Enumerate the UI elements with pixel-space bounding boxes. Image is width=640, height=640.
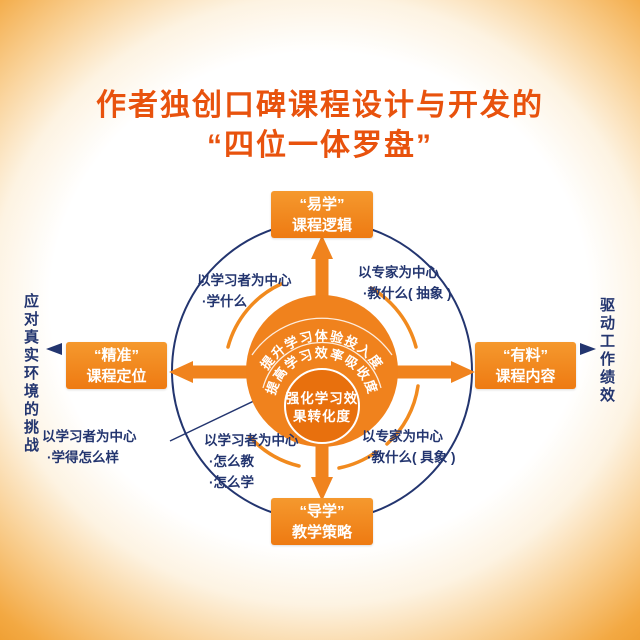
core-disc	[284, 368, 360, 444]
core-text-line1: 强化学习效	[286, 390, 359, 406]
right-side-caption: 驱动工作绩效	[598, 297, 615, 405]
annotation-top-right-line1: 以专家为中心	[358, 265, 439, 280]
title-line-2: “四位一体罗盘”	[207, 128, 433, 162]
ring-separator-inner	[262, 341, 382, 389]
box-teaching-strategy-label: 教学策略	[291, 523, 352, 541]
annotation-outer-left-line2: ·学得怎么样	[47, 449, 119, 465]
annotation-bottom-right-line2: ·教什么( 具象 )	[367, 449, 456, 465]
box-course-content-quote: “有料”	[502, 346, 548, 364]
page-title: 作者独创口碑课程设计与开发的 “四位一体罗盘”	[0, 86, 640, 165]
annotation-bottom-center-left: 以学习者为中心 ·怎么教 ·怎么学	[204, 431, 299, 494]
box-teaching-strategy-quote: “导学”	[299, 502, 345, 520]
annotation-top-left-line2: ·学什么	[202, 293, 247, 309]
left-side-caption: 应对真实环境的挑战	[22, 293, 39, 455]
box-teaching-strategy: “导学” 教学策略	[271, 498, 373, 545]
decorative-arc-right	[385, 384, 420, 446]
ring-separator-outer	[251, 317, 393, 356]
core-text-line2: 果转化度	[293, 408, 351, 424]
annotation-outer-left: 以学习者为中心 ·学得怎么样	[42, 427, 137, 469]
decorative-arc-bottom-right	[337, 450, 378, 470]
box-course-content-label: 课程内容	[495, 367, 556, 385]
box-course-logic-label: 课程逻辑	[291, 216, 352, 234]
box-course-logic: “易学” 课程逻辑	[271, 191, 373, 238]
annotation-top-left-line1: 以学习者为中心	[197, 273, 292, 288]
decorative-arc-bottom-left	[248, 435, 301, 468]
annotation-bottom-center-left-line2: ·怎么教	[209, 453, 254, 469]
box-course-logic-quote: “易学”	[299, 195, 345, 213]
annotation-top-right: 以专家为中心 ·教什么( 抽象 )	[358, 263, 452, 305]
right-arrow-icon	[580, 343, 596, 355]
connector-line	[169, 398, 259, 442]
annotation-bottom-center-left-line1: 以学习者为中心	[204, 433, 299, 448]
annotation-outer-left-line1: 以学习者为中心	[42, 429, 137, 444]
box-course-content: “有料” 课程内容	[475, 342, 576, 389]
annotation-bottom-center-left-line3: ·怎么学	[209, 474, 254, 490]
annotation-top-left: 以学习者为中心 ·学什么	[197, 271, 292, 313]
annotation-top-right-line2: ·教什么( 抽象 )	[363, 285, 452, 301]
title-line-1: 作者独创口碑课程设计与开发的	[96, 89, 544, 122]
annotation-bottom-right-line1: 以专家为中心	[362, 429, 443, 444]
decorative-arc-top-right	[369, 286, 418, 349]
box-course-positioning-quote: “精准”	[93, 346, 139, 364]
box-course-positioning: “精准” 课程定位	[66, 342, 167, 389]
annotation-bottom-right: 以专家为中心 ·教什么( 具象 )	[362, 427, 456, 469]
left-arrow-icon	[46, 343, 62, 355]
box-course-positioning-label: 课程定位	[86, 367, 147, 385]
decorative-arc-top-left	[226, 282, 283, 349]
